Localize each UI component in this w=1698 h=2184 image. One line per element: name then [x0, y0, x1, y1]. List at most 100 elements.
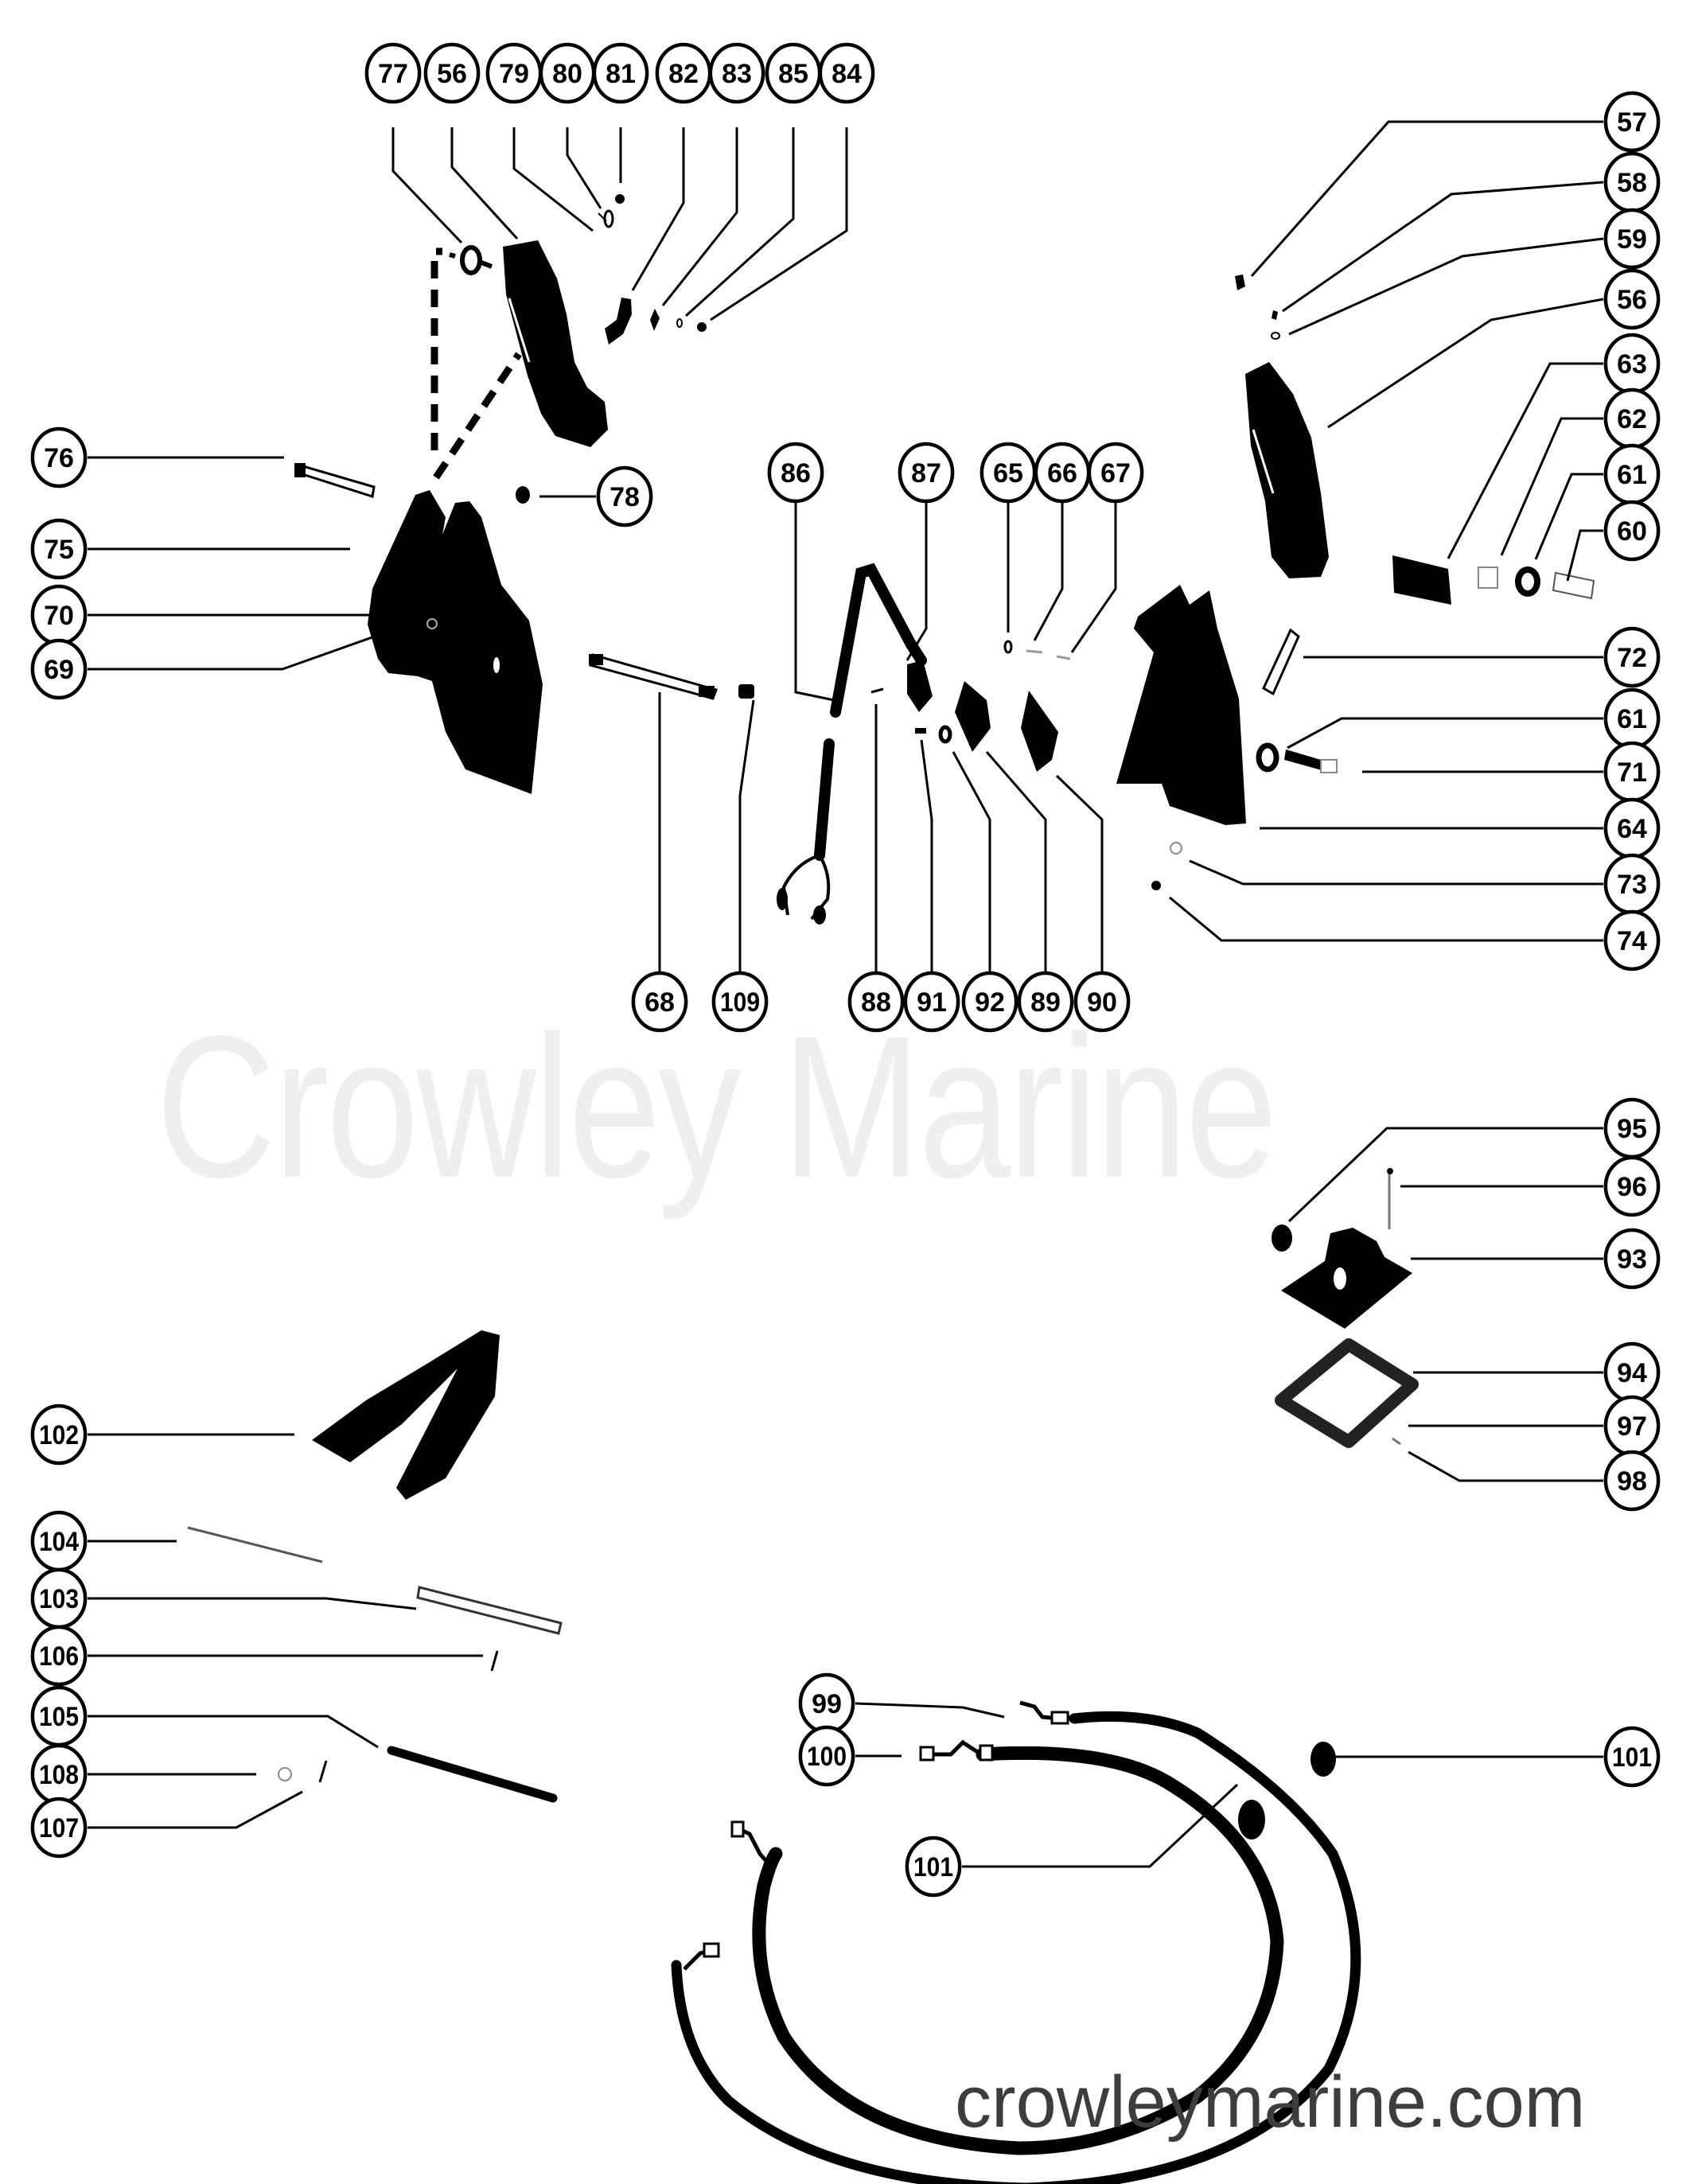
leader-line-103: [88, 1597, 417, 1610]
cover-housing-part-56-left: [503, 240, 608, 447]
callout-93: 93: [1603, 1228, 1661, 1290]
cable-86: [777, 563, 927, 925]
screw-97-98: [1392, 1437, 1401, 1446]
ball-81: [615, 194, 625, 204]
cover-93: [1281, 1228, 1412, 1329]
callout-number: 100: [807, 1742, 847, 1772]
callout-102: 102: [30, 1403, 88, 1466]
callout-61: 61: [1603, 443, 1661, 505]
pin-88: [870, 687, 884, 694]
callout-73: 73: [1603, 853, 1661, 915]
callout-101: 101: [905, 1836, 962, 1898]
callout-number: 76: [44, 443, 74, 473]
callout-number: 82: [668, 59, 699, 89]
callout-103: 103: [30, 1567, 88, 1629]
callout-number: 57: [1617, 107, 1647, 138]
leader-line-66: [1033, 501, 1064, 641]
footer-watermark: crowleymarine.com: [955, 2061, 1586, 2143]
callout-number: 97: [1617, 1411, 1647, 1442]
callout-number: 105: [39, 1702, 79, 1732]
callout-94: 94: [1603, 1341, 1661, 1403]
fitting-99: [1019, 1700, 1075, 1725]
callout-number: 64: [1617, 814, 1647, 844]
leader-line-69: [88, 619, 420, 671]
callout-number: 96: [1617, 1172, 1647, 1202]
callout-75: 75: [30, 518, 88, 580]
gasket-94: [1275, 1338, 1419, 1448]
leader-line-99: [855, 1702, 1005, 1719]
callout-78: 78: [596, 465, 653, 528]
bracket-part-75: [368, 490, 543, 794]
callout-number: 92: [975, 987, 1005, 1018]
rod-105: [387, 1746, 558, 1803]
callout-number: 90: [1087, 987, 1117, 1018]
callout-104: 104: [30, 1510, 88, 1572]
callout-70: 70: [30, 584, 88, 646]
leader-line-60: [1566, 529, 1603, 582]
callout-number: 61: [1617, 460, 1647, 490]
callout-100: 100: [798, 1725, 855, 1787]
leader-line-109: [738, 699, 755, 973]
washer-61: [1515, 566, 1540, 597]
plate-83: [650, 309, 660, 331]
watermark-brand: Crowley Marine: [156, 994, 1278, 1220]
callout-82: 82: [655, 42, 712, 104]
callout-number: 65: [993, 458, 1023, 489]
callout-number: 56: [1617, 285, 1647, 315]
callout-99: 99: [798, 1672, 855, 1734]
callout-number: 87: [911, 458, 941, 489]
callout-57: 57: [1603, 91, 1661, 153]
dashed-assembly-lines: [430, 247, 522, 480]
callout-72: 72: [1603, 626, 1661, 688]
callout-58: 58: [1603, 151, 1661, 213]
callout-101: 101: [1603, 1726, 1661, 1788]
callout-number: 86: [781, 458, 811, 489]
callout-77: 77: [364, 42, 422, 104]
callout-67: 67: [1087, 442, 1144, 504]
callout-number: 102: [39, 1420, 79, 1450]
callout-number: 83: [722, 59, 752, 89]
plate-90: [1021, 691, 1058, 772]
callout-81: 81: [592, 42, 649, 104]
callout-number: 81: [606, 59, 636, 89]
callout-number: 72: [1617, 643, 1647, 673]
callout-95: 95: [1603, 1097, 1661, 1159]
ring-85: [676, 318, 683, 328]
pin-72: [1262, 628, 1300, 696]
leader-line-79: [512, 127, 594, 232]
callout-number: 56: [437, 59, 467, 89]
leader-line-56: [1327, 298, 1604, 429]
leader-line-90: [1055, 774, 1104, 973]
callout-number: 59: [1617, 224, 1647, 255]
callout-88: 88: [847, 971, 905, 1033]
washer-73: [1170, 842, 1182, 855]
leader-line-83: [661, 127, 738, 306]
stud-68: [589, 653, 718, 700]
bushing-62: [1478, 566, 1498, 589]
callout-86: 86: [767, 442, 824, 504]
callout-number: 85: [778, 59, 808, 89]
callout-62: 62: [1603, 387, 1661, 450]
callout-number: 79: [499, 59, 529, 89]
callout-number: 68: [645, 987, 675, 1018]
callout-61: 61: [1603, 687, 1661, 749]
callout-number: 74: [1617, 926, 1647, 956]
cover-housing-part-56-right: [1245, 362, 1329, 578]
leader-line-91: [920, 739, 933, 973]
callout-66: 66: [1034, 442, 1091, 504]
leader-line-101: [962, 1783, 1239, 1868]
leader-line-61: [1287, 717, 1603, 749]
callout-number: 71: [1617, 757, 1647, 788]
leader-line-86: [794, 501, 835, 702]
callout-105: 105: [30, 1685, 88, 1747]
callout-56: 56: [423, 42, 481, 104]
callout-76: 76: [30, 426, 88, 489]
callout-109: 109: [711, 971, 769, 1033]
callout-106: 106: [30, 1625, 88, 1687]
bolt-76: [294, 463, 376, 498]
callout-56: 56: [1603, 268, 1661, 330]
leader-line-82: [631, 127, 685, 291]
leader-line-89: [985, 751, 1047, 973]
callout-number: 58: [1617, 168, 1647, 198]
